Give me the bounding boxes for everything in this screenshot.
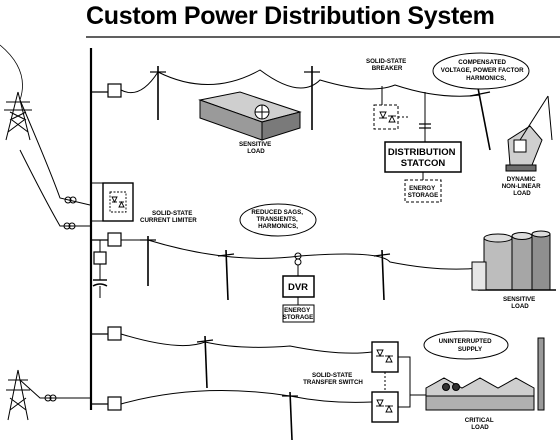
transmission-tower-top-icon [4, 91, 32, 141]
diagram-title: Custom Power Distribution System [86, 2, 495, 30]
capacitor-bank-breaker [93, 251, 107, 265]
energy-storage-mid-label: ENERGY STORAGE [283, 307, 313, 321]
feeder-3-breaker [107, 326, 122, 341]
critical-load-label: CRITICAL LOAD [465, 417, 496, 431]
feeder-4-line [120, 390, 373, 405]
transmission-tower-bottom-icon [6, 369, 30, 421]
distribution-statcon [384, 141, 462, 173]
critical-load-factory-icon [425, 337, 545, 411]
solid-state-breaker-label: SOLID-STATE BREAKER [366, 58, 408, 72]
pole-icon [196, 335, 214, 389]
thyristor-icon [379, 111, 396, 123]
transformer-mid-icon [63, 222, 76, 230]
transformer-bottom-icon [44, 394, 57, 402]
pole-icon [373, 249, 391, 301]
feeder-2-line [147, 239, 481, 270]
transfer-switch-upper [371, 341, 399, 373]
reduced-sags-label: REDUCED SAGS, TRANSIENTS, HARMONICS, [251, 209, 304, 230]
thyristor-icon [111, 196, 125, 208]
current-limiter-label: SOLID-STATE CURRENT LIMITER [140, 210, 197, 224]
incoming-line-top [19, 99, 91, 206]
energy-storage-top [404, 179, 442, 203]
distribution-statcon-label: DISTRIBUTION STATCON [388, 147, 458, 169]
pole-icon [140, 236, 156, 286]
uninterrupted-label: UNINTERRUPTED SUPPLY [439, 338, 494, 353]
thyristor-icon [376, 399, 393, 413]
pole-icon [217, 249, 235, 301]
feeder-1-breaker [107, 83, 122, 98]
thyristor-icon [376, 349, 393, 363]
dynamic-load-machine-icon [505, 95, 553, 172]
transfer-switch-lower [371, 391, 399, 423]
feeder-2-breaker [107, 232, 122, 247]
reduced-sags-bubble [239, 203, 317, 237]
solid-state-breaker [373, 104, 399, 130]
sensitive-load-mid-label: SENSITIVE LOAD [503, 296, 537, 310]
incoming-line-bottom [19, 379, 91, 399]
dvr-transformer-icon [294, 252, 302, 266]
compensated-bubble [432, 52, 530, 90]
dynamic-load-label: DYNAMIC NON-LINEAR LOAD [502, 176, 543, 197]
sensitive-load-top-label: SENSITIVE LOAD [239, 141, 273, 155]
feeder-3-line [120, 333, 373, 354]
sensitive-load-building-top-icon [198, 91, 302, 141]
energy-storage-top-label: ENERGY STORAGE [408, 185, 438, 199]
transfer-switch-label: SOLID-STATE TRANSFER SWITCH [303, 372, 363, 386]
sensitive-load-factory-icon [471, 230, 556, 291]
energy-storage-mid [282, 304, 315, 323]
pole-icon [282, 391, 298, 441]
feeder-4-breaker [107, 396, 122, 411]
transformer-top-icon [64, 196, 77, 204]
incoming-line-top-wire [0, 44, 23, 101]
pole-icon [469, 87, 491, 151]
uninterrupted-bubble [423, 330, 509, 360]
compensated-label: COMPENSATED VOLTAGE, POWER FACTOR HARMON… [441, 59, 526, 82]
dvr-label: DVR [288, 282, 308, 293]
feeder-1-line [157, 69, 481, 97]
pole-icon [150, 66, 166, 120]
incoming-line-mid [19, 149, 91, 227]
pole-icon [304, 66, 320, 130]
